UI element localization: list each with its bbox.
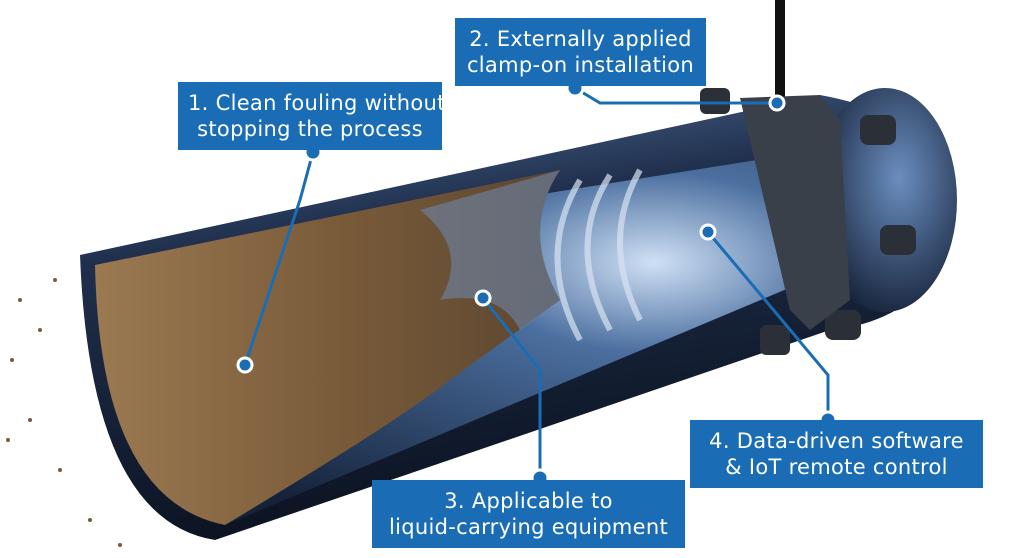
callout-clean-fouling: 1. Clean fouling without stopping the pr… [178,82,446,150]
ultrasound-waves [554,168,643,342]
callout-text: 1. Clean fouling without [188,91,446,115]
callout-text: & IoT remote control [725,455,948,479]
callout-text: liquid-carrying equipment [388,515,669,539]
antenna-rod [775,0,785,100]
callout-iot-control: 4. Data-driven software & IoT remote con… [690,420,983,488]
fouling-layer [95,170,560,525]
callout-text: stopping the process [197,117,423,141]
callout-text: 4. Data-driven software [709,429,964,453]
fouling-particles [6,278,122,547]
callout-text: 3. Applicable to [444,489,613,513]
callout-text: 2. Externally applied [469,27,692,51]
clamp-transducers [700,88,916,355]
leader-lines [243,86,830,478]
callout-clamp-on: 2. Externally applied clamp-on installat… [455,18,706,86]
callout-liquid-equipment: 3. Applicable to liquid-carrying equipme… [372,480,685,548]
callout-text: clamp-on installation [466,53,695,77]
pipe-end [813,88,957,312]
